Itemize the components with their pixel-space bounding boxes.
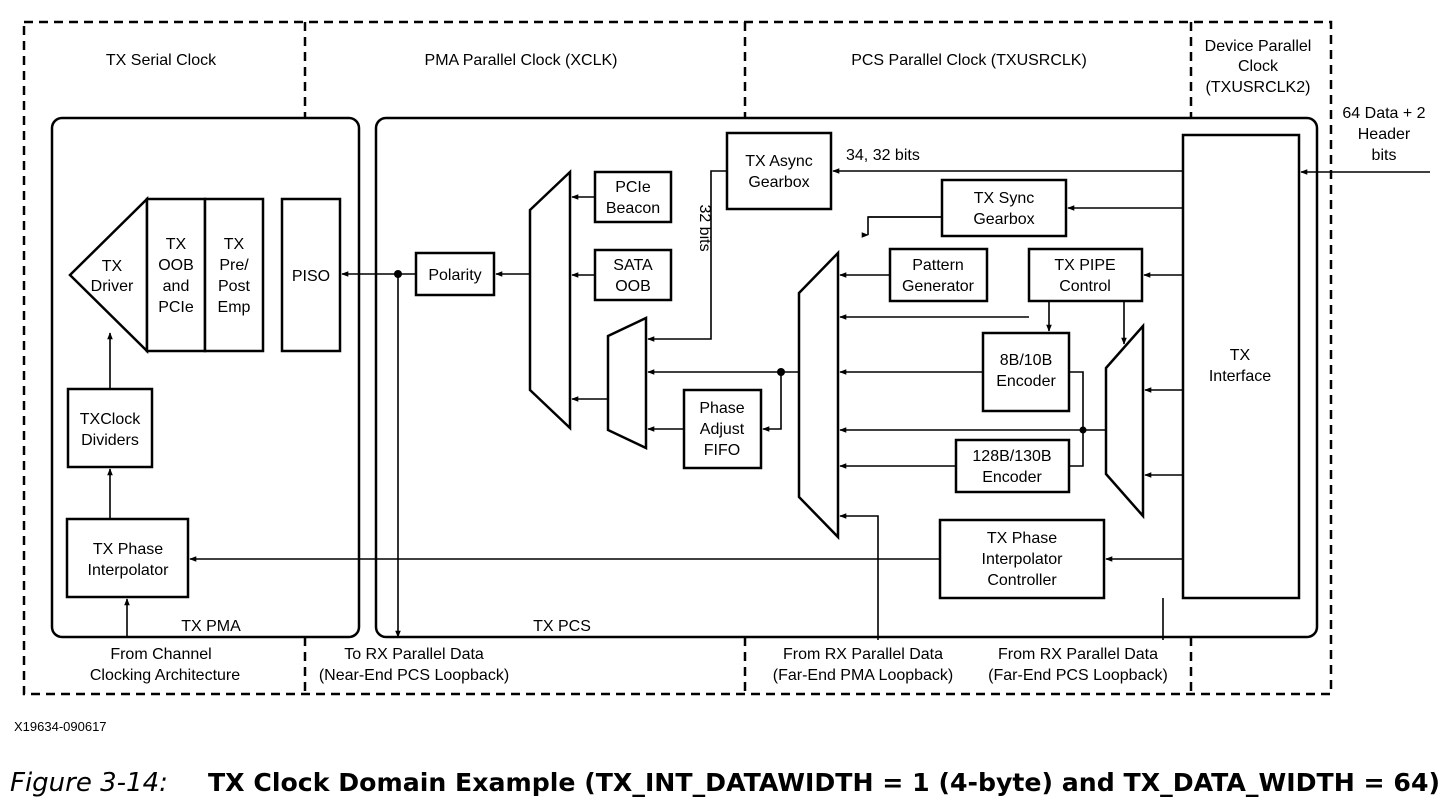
tx-pipe-control-label-1: TX PIPE [1054,257,1115,274]
domain-label-device-line2: Clock [1238,58,1279,75]
tx-pipe-control-label-2: Control [1059,278,1111,295]
domain-label-pma-parallel: PMA Parallel Clock (XCLK) [425,52,618,69]
tx-pre-post-label-4: Emp [218,299,251,316]
figure-caption-number: Figure 3-14: [10,768,168,798]
tx-driver-label-2: Driver [91,278,134,295]
tx-oob-pcie-block [145,197,207,353]
from-rx-pcs-label-2: (Far-End PCS Loopback) [988,667,1168,684]
tx-phase-interp-label-1: TX Phase [93,541,163,558]
to-rx-label-2: (Near-End PCS Loopback) [319,667,509,684]
encoder-8b10b-block [981,331,1071,413]
figure-id: X19634-090617 [14,719,107,734]
tx-pre-post-label-2: Pre/ [219,257,249,274]
fifo-bypass-mux [606,316,648,450]
tx-interface-label-1: TX [1230,347,1251,364]
figure-caption-title: TX Clock Domain Example (TX_INT_DATAWIDT… [208,768,1440,797]
from-rx-pcs-label-1: From RX Parallel Data [998,646,1158,663]
encoder-8b10b-label-2: Encoder [996,373,1056,390]
junction-to-fifo [762,372,782,432]
tx-phase-interpolator-block [65,517,190,599]
tx-oob-label-1: TX [166,236,187,253]
txclock-dividers-block [66,387,154,469]
tx-pcs-label: TX PCS [533,618,591,635]
tx-pi-controller-label-3: Controller [987,572,1057,589]
domain-label-pcs-parallel: PCS Parallel Clock (TXUSRCLK) [851,52,1087,69]
async-gearbox-to-mux [647,170,727,342]
pattern-generator-block [888,247,989,303]
pattern-generator-label-2: Generator [902,278,975,295]
tx-pi-controller-label-1: TX Phase [987,530,1057,547]
input-label-2: Header [1358,126,1411,143]
tx-oob-label-4: PCIe [158,299,194,316]
sata-oob-block [593,248,673,302]
phase-adjust-fifo-block [682,388,763,470]
tx-oob-label-2: OOB [158,257,194,274]
far-end-pma-to-mux [839,513,879,640]
tx-async-gearbox-label-2: Gearbox [748,174,809,191]
piso-label: PISO [292,268,330,285]
bits-32-label: 32 bits [696,204,713,251]
clock-domain-outline [22,20,1333,696]
domain-label-tx-serial: TX Serial Clock [106,52,217,69]
tx-sync-gearbox-label-1: TX Sync [974,190,1034,207]
txclock-dividers-label-1: TXClock [80,411,141,428]
tx-oob-label-3: and [163,278,190,295]
tx-pre-post-emp-block [203,197,265,353]
sata-oob-label-2: OOB [615,278,651,295]
encoder-tap-line [1069,371,1084,467]
tx-async-gearbox-block [725,131,833,211]
tx-pre-post-label-1: TX [224,236,245,253]
encoder-8b10b-label-1: 8B/10B [1000,352,1052,369]
bits-34-32-label: 34, 32 bits [846,147,920,164]
piso-block [280,197,342,353]
tx-interface-block [1181,133,1301,600]
tx-async-gearbox-label-1: TX Async [745,153,813,170]
polarity-block [414,251,496,297]
pcie-beacon-label-2: Beacon [606,200,660,217]
input-label-1: 64 Data + 2 [1342,105,1425,122]
encoder-tap-junction [1079,426,1087,434]
to-rx-label-1: To RX Parallel Data [344,646,484,663]
pattern-generator-label-1: Pattern [912,257,964,274]
pma-output-mux [528,169,572,431]
encoder-128b130b-label-1: 128B/130B [972,448,1051,465]
tx-pre-post-label-3: Post [218,278,251,295]
tx-pma-label: TX PMA [181,618,241,635]
sata-oob-label-1: SATA [613,257,653,274]
tx-sync-gearbox-block [940,178,1068,238]
txclock-dividers-label-2: Dividers [81,432,139,449]
from-rx-pma-label-1: From RX Parallel Data [783,646,943,663]
domain-label-device-line3: (TXUSRCLK2) [1206,79,1311,96]
from-channel-label-1: From Channel [110,646,211,663]
polarity-label: Polarity [428,267,481,284]
tx-interface-label-2: Interface [1209,368,1271,385]
tx-sync-gearbox-label-2: Gearbox [973,211,1034,228]
tx-phase-interp-controller-block [938,518,1106,600]
pcie-beacon-block [593,170,673,224]
tx-pipe-control-block [1027,247,1144,303]
tx-driver-label-1: TX [102,258,123,275]
encoder-select-mux [1104,322,1145,520]
phase-fifo-label-2: Adjust [700,421,745,438]
phase-fifo-label-3: FIFO [704,442,740,459]
from-channel-label-2: Clocking Architecture [90,667,240,684]
pcie-beacon-label-1: PCIe [615,179,651,196]
tx-phase-interp-label-2: Interpolator [88,562,170,579]
tx-pi-controller-label-2: Interpolator [982,551,1064,568]
pcs-output-mux [797,249,840,541]
phase-fifo-label-1: Phase [699,400,744,417]
encoder-128b130b-label-2: Encoder [982,469,1042,486]
input-label-3: bits [1372,147,1397,164]
from-rx-pma-label-2: (Far-End PMA Loopback) [773,667,954,684]
domain-label-device-line1: Device Parallel [1205,38,1312,55]
